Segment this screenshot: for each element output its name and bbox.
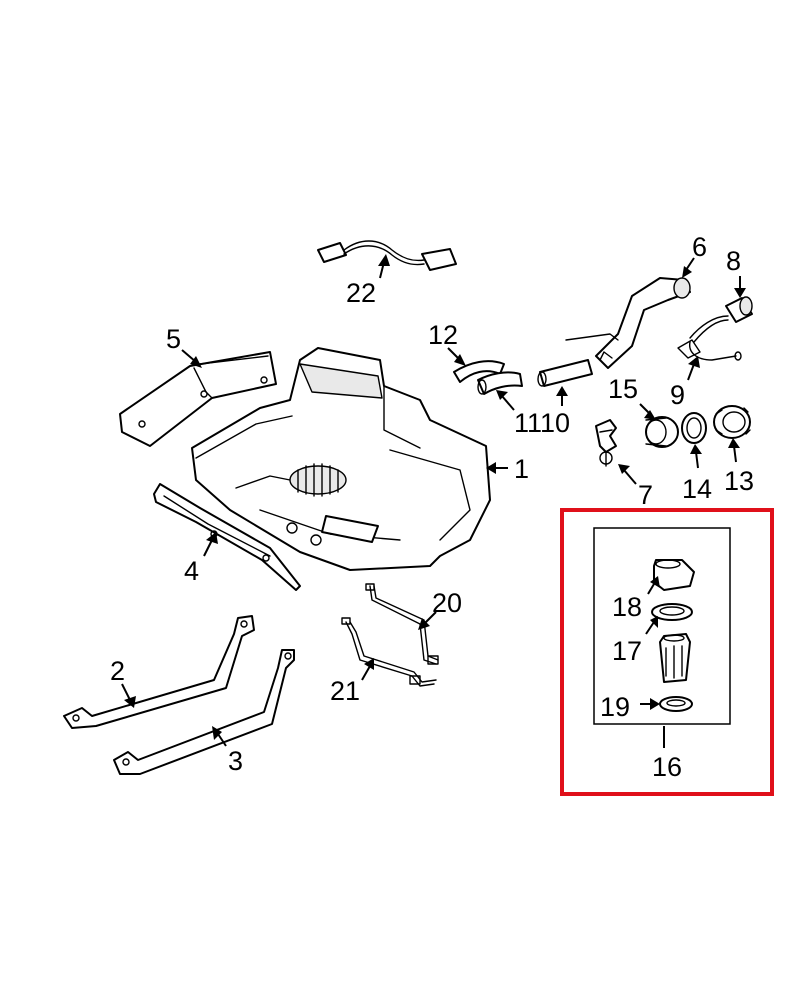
leader-9	[687, 356, 700, 381]
highlight-box-16[interactable]	[560, 508, 774, 796]
leader-11	[496, 390, 515, 411]
part-4-bracket	[153, 483, 301, 591]
part-10-hose	[537, 359, 593, 387]
callout-18: 18	[612, 592, 642, 622]
callout-12: 12	[428, 320, 458, 350]
callout-19: 19	[600, 692, 630, 722]
leader-20	[418, 611, 437, 630]
leader-7	[618, 464, 637, 485]
part-2-tank-strap	[63, 615, 255, 729]
leader-13	[728, 438, 740, 463]
callout-20: 20	[432, 588, 462, 618]
part-21-fuel-line	[341, 617, 437, 687]
leader-18	[647, 576, 660, 595]
callout-3: 3	[228, 746, 243, 776]
callout-7: 7	[638, 480, 653, 510]
callout-1: 1	[514, 454, 529, 484]
leader-19	[640, 698, 660, 710]
part-6-filler-pipe	[565, 277, 691, 369]
callout-11: 11	[514, 408, 542, 438]
leader-12	[447, 347, 466, 366]
callout-2: 2	[110, 656, 125, 686]
leader-3	[212, 726, 227, 747]
callout-14: 14	[682, 474, 712, 504]
callout-17: 17	[612, 636, 642, 666]
leader-1	[486, 462, 508, 474]
callout-15: 15	[608, 374, 638, 404]
callout-22: 22	[346, 278, 376, 308]
callout-6: 6	[692, 232, 707, 262]
part-17-seal	[651, 603, 693, 621]
part-14-o-ring	[681, 412, 707, 444]
leader-5	[181, 349, 202, 368]
leader-4	[203, 532, 218, 557]
callout-9: 9	[670, 380, 685, 410]
part-13-lock-ring	[713, 405, 751, 439]
leader-6	[682, 257, 695, 278]
leader-17	[645, 616, 658, 635]
part-3-tank-strap	[113, 649, 295, 775]
part-1-fuel-tank	[191, 347, 491, 571]
callout-8: 8	[726, 246, 741, 276]
callout-10: 10	[540, 408, 570, 438]
leader-21	[361, 658, 374, 681]
part-11-hose	[477, 371, 523, 395]
leader-8	[734, 276, 746, 298]
callout-16: 16	[652, 752, 682, 782]
part-5-heat-shield	[119, 351, 277, 447]
callout-4: 4	[184, 556, 199, 586]
callout-13: 13	[724, 466, 754, 496]
leader-10	[556, 386, 568, 406]
leader-2	[121, 683, 136, 708]
part-22-wire-harness	[317, 240, 457, 271]
callout-21: 21	[330, 676, 360, 706]
part-7-clip	[595, 419, 617, 467]
leader-14	[690, 444, 702, 469]
leader-22	[378, 254, 390, 279]
part-15-grommet	[645, 416, 679, 448]
part-8-cap	[725, 296, 753, 323]
callout-5: 5	[166, 324, 181, 354]
part-19-o-ring	[659, 696, 693, 712]
part-16-fuel-filter	[659, 633, 691, 683]
leader-15	[639, 403, 656, 420]
part-9-tether	[677, 315, 742, 361]
